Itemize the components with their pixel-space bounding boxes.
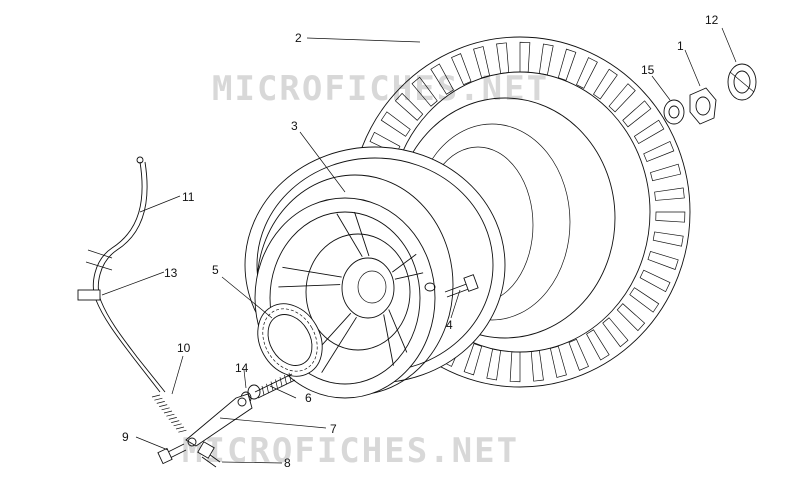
callout-12: 12 [705, 13, 719, 27]
watermark-top: MICROFICHES.NET [212, 69, 549, 109]
callout-6: 6 [305, 391, 312, 405]
callout-2: 2 [295, 31, 302, 45]
callout-15: 15 [641, 63, 655, 77]
valve-drawing [424, 274, 479, 298]
bolt-9-drawing [157, 443, 187, 465]
callout-10: 10 [177, 341, 191, 355]
callout-1: 1 [677, 39, 684, 53]
watermark-bottom: MICROFICHES.NET [182, 431, 519, 471]
callout-4: 4 [446, 318, 453, 332]
brake-shoes-drawing [257, 303, 323, 377]
callout-8: 8 [284, 456, 291, 470]
callout-9: 9 [122, 430, 129, 444]
callout-3: 3 [291, 119, 298, 133]
brake-cable-drawing [77, 156, 187, 433]
callout-14: 14 [235, 361, 249, 375]
callout-labels: 2 12 1 15 3 11 13 5 4 10 14 6 7 9 8 [122, 13, 719, 470]
axle-nut-group-drawing [663, 63, 757, 125]
callout-13: 13 [164, 266, 178, 280]
brake-lever-drawing [185, 393, 253, 447]
leader-lines [101, 27, 737, 464]
callout-5: 5 [212, 263, 219, 277]
callout-7: 7 [330, 422, 337, 436]
bolt-8-drawing [197, 441, 221, 468]
callout-11: 11 [182, 190, 195, 204]
